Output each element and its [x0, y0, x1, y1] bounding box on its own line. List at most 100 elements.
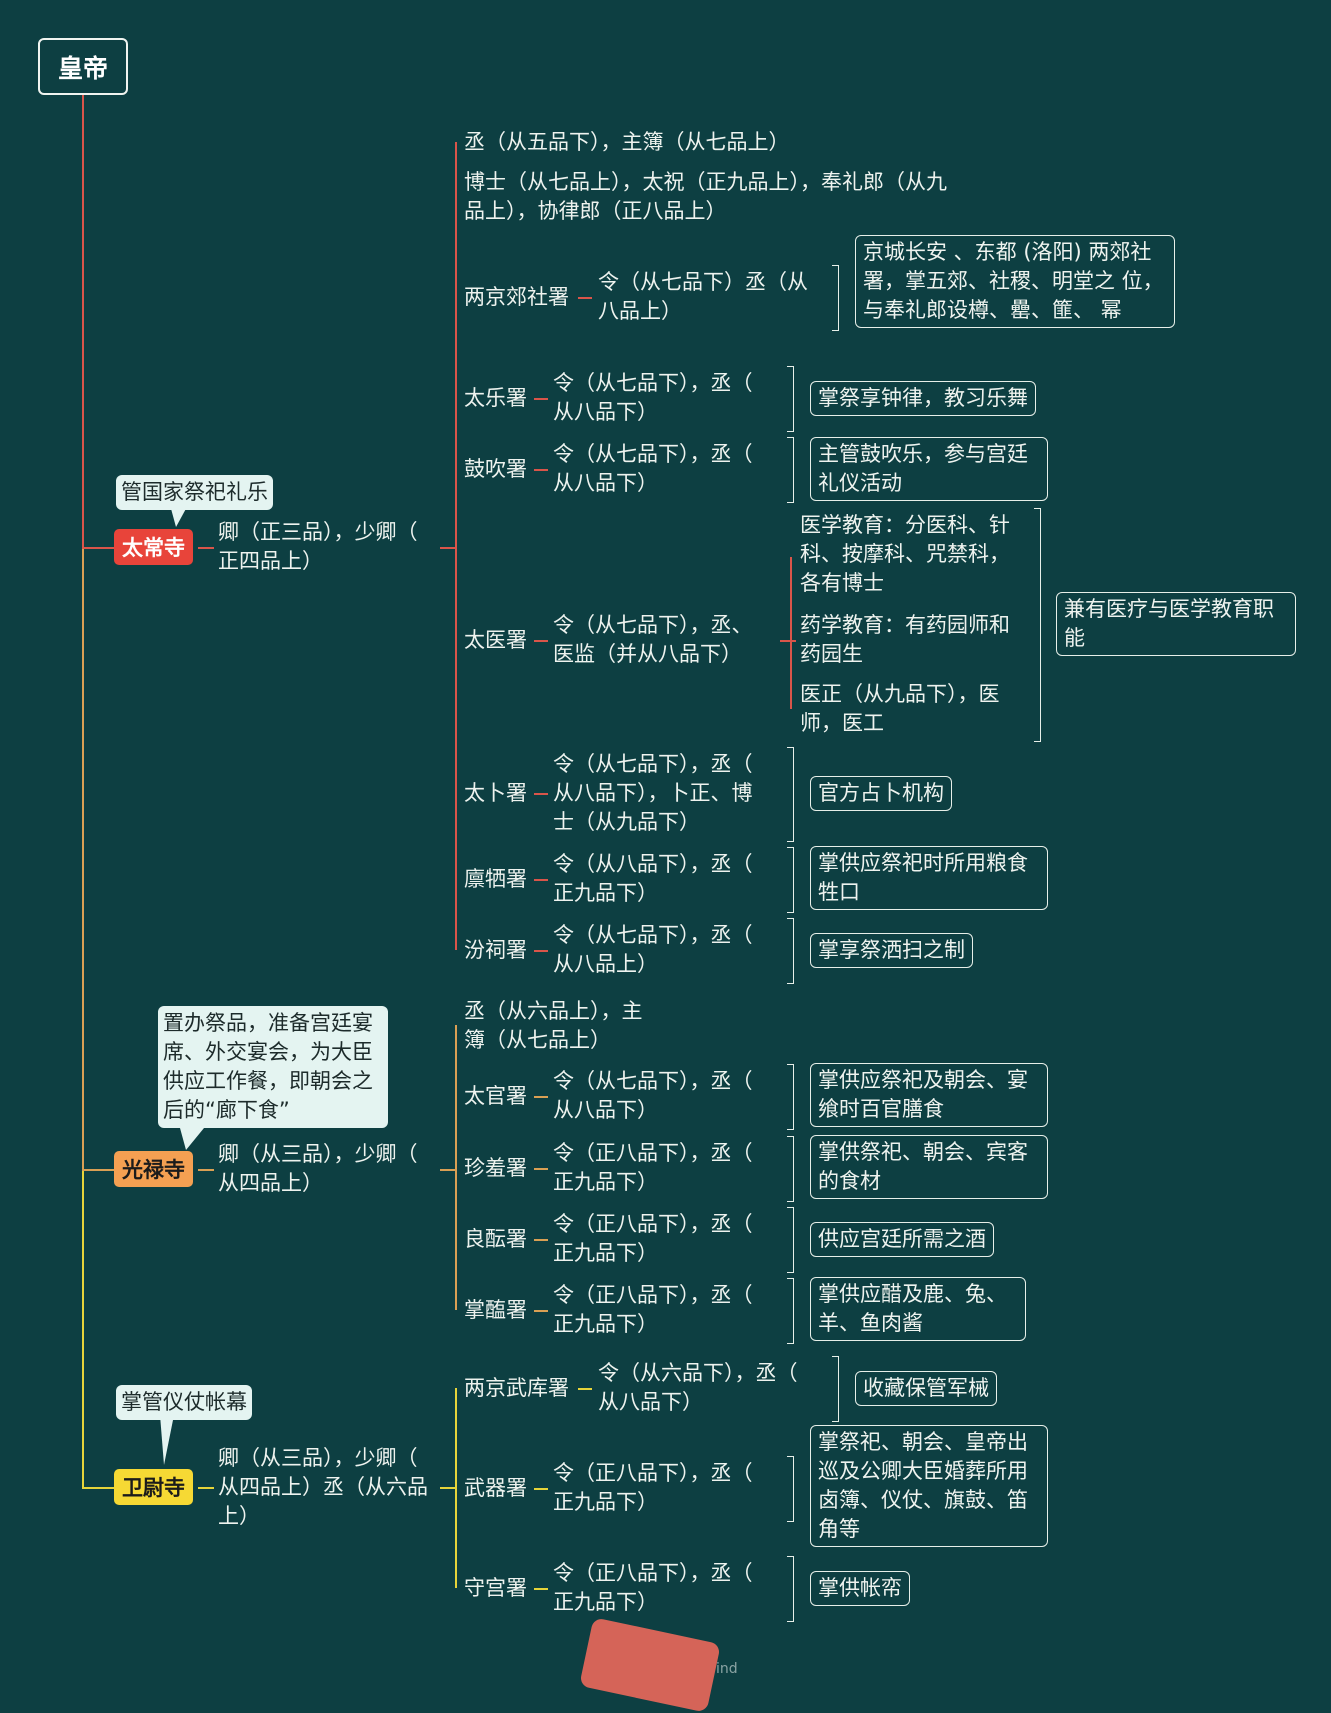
office-label[interactable]: 守宫署: [464, 1576, 527, 1600]
bracket: [787, 1064, 794, 1130]
office-ranks: 令（从七品下），丞（ 从八品下）: [553, 442, 753, 495]
office-label[interactable]: 掌醢署: [464, 1298, 527, 1322]
officials-guanglu: 卿（从三品），少卿（ 从四品上）: [218, 1142, 418, 1195]
bracket: [787, 1456, 794, 1522]
duty-box: 掌享祭洒扫之制: [810, 933, 973, 968]
bracket: [787, 366, 794, 432]
bracket: [832, 265, 839, 331]
bracket: [787, 1278, 794, 1344]
bracket: [787, 918, 794, 984]
office-ranks: 令（从六品下），丞（ 从八品下）: [598, 1361, 798, 1414]
callout-pointer: [180, 1128, 204, 1150]
link-line: [534, 1096, 548, 1098]
link-line: [534, 793, 548, 795]
link-line: [440, 1169, 456, 1171]
link-line: [440, 547, 456, 549]
bracket: [787, 437, 794, 503]
link-line: [534, 1239, 548, 1241]
link-line: [198, 547, 214, 549]
office-ranks: 令（从七品下），丞（ 从八品下）: [553, 371, 753, 424]
duty-box: 供应宫廷所需之酒: [810, 1222, 994, 1257]
trunk-line-orange: [82, 547, 84, 1169]
duty-box: 兼有医疗与医学教育职 能: [1056, 592, 1296, 656]
link-line: [534, 1588, 548, 1590]
folded-cloth-icon: [579, 1617, 721, 1713]
watermark-text: ind: [716, 1661, 738, 1677]
office-label[interactable]: 两京郊社署: [464, 285, 569, 309]
link-line: [534, 1488, 548, 1490]
link-line: [534, 469, 548, 471]
office-label[interactable]: 两京武库署: [464, 1376, 569, 1400]
node-weiwei-temple[interactable]: 卫尉寺: [114, 1469, 193, 1505]
sub-item: 医正（从九品下），医 师，医工: [800, 682, 1000, 735]
link-line: [198, 1169, 214, 1171]
link-line: [534, 1310, 548, 1312]
bracket: [787, 1207, 794, 1273]
node-taichang-temple[interactable]: 太常寺: [114, 529, 193, 565]
callout-pointer: [160, 1415, 174, 1465]
office-ranks: 令（正八品下），丞（ 正九品下）: [553, 1212, 753, 1265]
office-label[interactable]: 廪牺署: [464, 867, 527, 891]
officials-taichang: 卿（正三品），少卿（ 正四品上）: [218, 520, 418, 573]
office-label[interactable]: 汾祠署: [464, 938, 527, 962]
sub-bracket: [790, 557, 792, 709]
branch-bracket-taichang: [455, 142, 457, 950]
office-label[interactable]: 武器署: [464, 1476, 527, 1500]
child-text: 丞（从六品上），主 簿（从七品上）: [464, 999, 643, 1052]
branch-bracket-weiwei: [455, 1388, 457, 1588]
office-label[interactable]: 太医署: [464, 628, 527, 652]
office-ranks: 令（从八品下），丞（ 正九品下）: [553, 852, 753, 905]
node-guanglu-temple[interactable]: 光禄寺: [114, 1151, 193, 1187]
connector-guanglu: [82, 1169, 114, 1171]
office-ranks: 令（正八品下），丞（ 正九品下）: [553, 1561, 753, 1614]
callout-weiwei: 掌管仪仗帐幕: [116, 1385, 252, 1420]
duty-box: 掌供祭祀、朝会、宾客 的食材: [810, 1135, 1048, 1199]
link-line: [578, 1388, 592, 1390]
office-ranks: 令（从七品下），丞（ 从八品下），卜正、博 士（从九品下）: [553, 752, 753, 834]
link-line: [198, 1487, 214, 1489]
sub-item: 药学教育：有药园师和 药园生: [800, 613, 1010, 666]
office-label[interactable]: 良酝署: [464, 1227, 527, 1251]
duty-box: 收藏保管军械: [855, 1371, 997, 1406]
sub-item: 医学教育：分医科、针 科、按摩科、咒禁科， 各有博士: [800, 513, 1010, 595]
duty-box: 掌供应祭祀时所用粮食 牲口: [810, 846, 1048, 910]
office-label[interactable]: 太乐署: [464, 386, 527, 410]
link-line: [534, 950, 548, 952]
root-node-emperor[interactable]: 皇帝: [38, 38, 128, 95]
office-ranks: 令（从七品下），丞、 医监（并从八品下）: [553, 613, 753, 666]
office-label[interactable]: 珍羞署: [464, 1156, 527, 1180]
link-line: [534, 879, 548, 881]
bracket: [832, 1356, 839, 1422]
office-label[interactable]: 鼓吹署: [464, 457, 527, 481]
office-label[interactable]: 太官署: [464, 1084, 527, 1108]
duty-box: 掌祭祀、朝会、皇帝出 巡及公卿大臣婚葬所用 卤簿、仪仗、旗鼓、笛 角等: [810, 1425, 1048, 1547]
link-line: [780, 640, 796, 642]
root-label: 皇帝: [57, 53, 108, 83]
link-line: [578, 297, 592, 299]
duty-box: 掌供帐帟: [810, 1571, 910, 1606]
link-line: [534, 398, 548, 400]
trunk-line-red: [82, 95, 84, 547]
bracket: [787, 747, 794, 842]
duty-box: 主管鼓吹乐，参与宫廷 礼仪活动: [810, 437, 1048, 501]
bracket: [1034, 508, 1041, 742]
office-ranks: 令（从七品下），丞（ 从八品下）: [553, 1069, 753, 1122]
office-ranks: 令（正八品下），丞（ 正九品下）: [553, 1283, 753, 1336]
office-label[interactable]: 太卜署: [464, 781, 527, 805]
bracket: [787, 1136, 794, 1202]
office-ranks: 令（从七品下），丞（ 从八品上）: [553, 923, 753, 976]
officials-weiwei: 卿（从三品），少卿（ 从四品上）丞（从六品 上）: [218, 1446, 428, 1528]
connector-taichang: [82, 547, 114, 549]
office-ranks: 令（正八品下），丞（ 正九品下）: [553, 1141, 753, 1194]
link-line: [534, 1168, 548, 1170]
office-ranks: 令（从七品下）丞（从 八品上）: [598, 270, 808, 323]
office-ranks: 令（正八品下），丞（ 正九品下）: [553, 1461, 753, 1514]
callout-pointer: [170, 505, 188, 527]
bracket: [787, 1556, 794, 1622]
link-line: [534, 640, 548, 642]
callout-taichang: 管国家祭祀礼乐: [116, 475, 273, 510]
link-line: [440, 1487, 456, 1489]
branch-bracket-guanglu: [455, 1025, 457, 1310]
trunk-line-yellow: [82, 1169, 84, 1487]
child-text: 博士（从七品上），太祝（正九品上），奉礼郎（从九 品上），协律郎（正八品上）: [464, 170, 947, 223]
